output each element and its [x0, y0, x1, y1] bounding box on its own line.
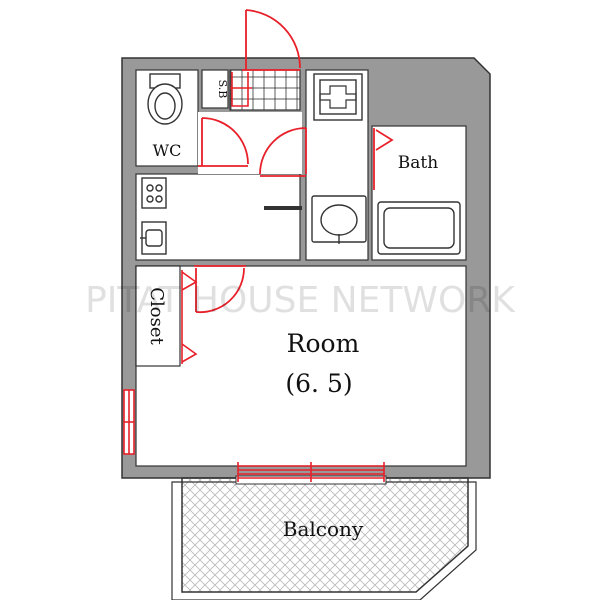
room-size-label: (6. 5)	[285, 369, 352, 398]
kitchen-area	[135, 173, 301, 261]
kitchen-sink-icon	[140, 221, 167, 255]
bath-door-icon	[373, 128, 394, 190]
closet-label: Closet	[146, 287, 167, 345]
bath-label: Bath	[398, 153, 438, 173]
entrance-door-icon	[242, 9, 301, 71]
washing-machine-icon	[313, 73, 363, 121]
toilet-icon	[147, 73, 183, 125]
balcony-label: Balcony	[283, 517, 364, 541]
shoe-box	[201, 69, 229, 109]
stove-icon	[141, 177, 167, 209]
window-icon	[123, 389, 135, 455]
wash-basin-icon	[311, 195, 367, 244]
shoe-box-door-icon	[230, 72, 252, 107]
room-door-icon	[194, 265, 246, 314]
room-label: Room	[287, 329, 360, 358]
bathtub-icon	[377, 201, 461, 255]
wc-label: WC	[153, 141, 182, 160]
corridor	[198, 112, 302, 174]
shoe-box-label: S.B	[216, 80, 229, 99]
bath-room	[371, 125, 467, 261]
washroom-door-icon	[259, 127, 307, 177]
balcony-window-icon	[237, 462, 385, 482]
watermark: PITAT HOUSE NETWORK	[85, 280, 516, 321]
entrance-tiles	[229, 69, 301, 111]
balcony-area	[181, 477, 469, 593]
closet-door-icon	[181, 270, 198, 364]
wc-door-icon	[198, 117, 249, 167]
main-room	[135, 265, 467, 467]
washroom	[305, 69, 369, 261]
